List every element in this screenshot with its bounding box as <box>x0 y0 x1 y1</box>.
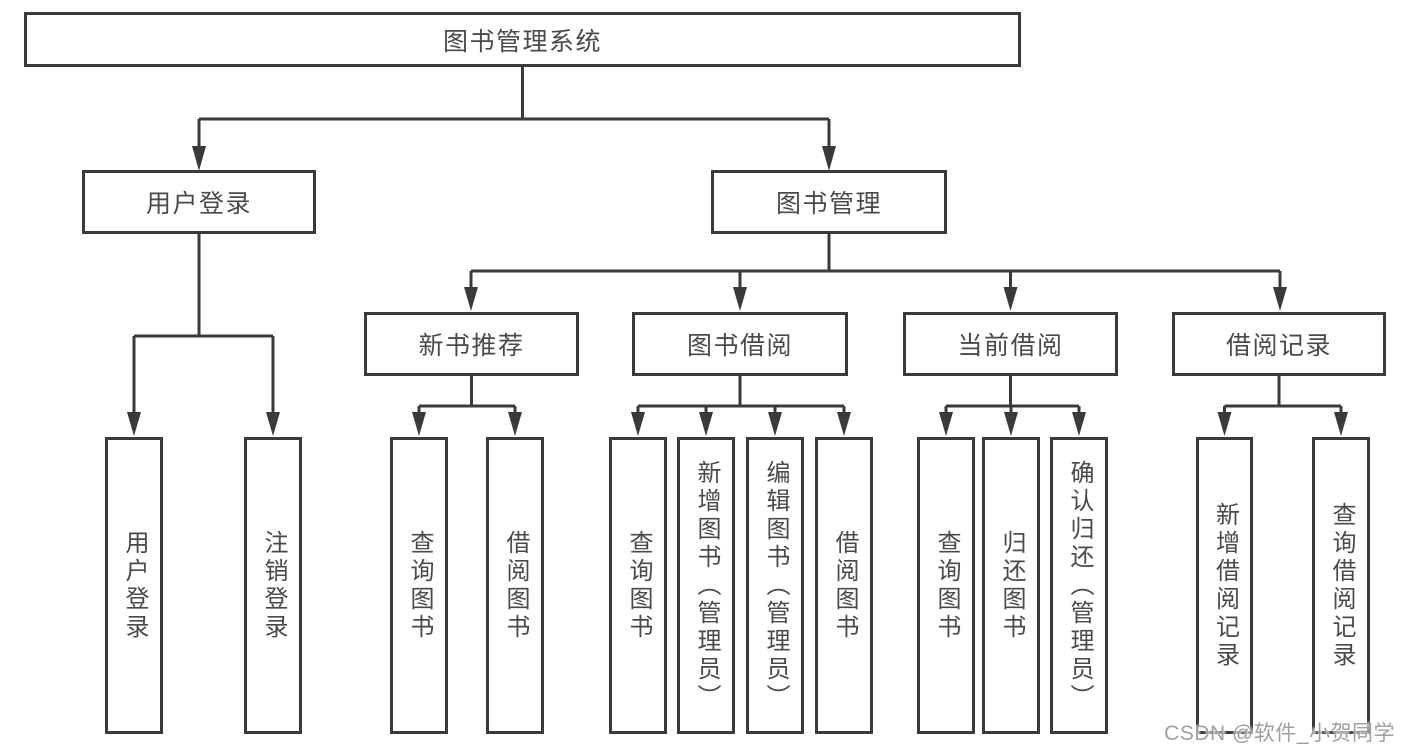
leaf-label: 确认归还（管理员） <box>1066 459 1093 712</box>
leaf-label: 查询图书 <box>406 529 433 642</box>
csdn-watermark: CSDN @软件_小贺同学 <box>1164 722 1395 745</box>
leaf-label: 新增图书（管理员） <box>693 459 720 712</box>
leaf-add-borrow-record: 新增借阅记录 <box>1196 437 1253 734</box>
leaf-edit-book-admin: 编辑图书（管理员） <box>746 437 804 734</box>
leaf-label: 查询图书 <box>933 529 960 642</box>
leaf-query-books-borrow: 查询图书 <box>609 437 667 734</box>
node-current-borrow: 当前借阅 <box>903 312 1118 376</box>
node-label: 当前借阅 <box>957 332 1064 360</box>
leaf-label: 新增借阅记录 <box>1211 501 1239 670</box>
leaf-label: 归还图书 <box>998 529 1025 642</box>
leaf-query-books-current: 查询图书 <box>917 437 975 734</box>
node-label: 图书借阅 <box>686 332 793 360</box>
node-label: 图书管理 <box>775 190 882 218</box>
leaf-return-book: 归还图书 <box>982 437 1040 734</box>
leaf-borrow-books-recommend: 借阅图书 <box>486 437 544 734</box>
leaf-label: 借阅图书 <box>502 529 529 642</box>
leaf-query-books-recommend: 查询图书 <box>390 437 448 734</box>
leaf-label: 查询图书 <box>625 529 652 642</box>
node-label: 借阅记录 <box>1225 332 1332 360</box>
node-label: 用户登录 <box>145 190 252 218</box>
leaf-label: 注销登录 <box>260 529 287 642</box>
node-label: 图书管理系统 <box>442 27 602 56</box>
leaf-label: 编辑图书（管理员） <box>762 459 789 712</box>
leaf-label: 用户登录 <box>121 529 148 642</box>
leaf-add-book-admin: 新增图书（管理员） <box>677 437 735 734</box>
node-book-borrow: 图书借阅 <box>632 312 848 376</box>
leaf-label: 查询借阅记录 <box>1328 501 1355 670</box>
leaf-borrow-books: 借阅图书 <box>815 437 873 734</box>
node-book-management: 图书管理 <box>711 170 947 234</box>
leaf-confirm-return-admin: 确认归还（管理员） <box>1050 437 1108 734</box>
node-library-management-system: 图书管理系统 <box>24 12 1021 67</box>
leaf-user-login: 用户登录 <box>105 437 163 734</box>
node-label: 新书推荐 <box>418 332 525 360</box>
leaf-query-borrow-record: 查询借阅记录 <box>1312 437 1370 734</box>
leaf-logout: 注销登录 <box>244 437 302 734</box>
node-new-book-recommend: 新书推荐 <box>364 312 579 376</box>
node-borrow-records: 借阅记录 <box>1172 312 1386 376</box>
node-user-login: 用户登录 <box>82 170 316 234</box>
leaf-label: 借阅图书 <box>831 529 858 642</box>
